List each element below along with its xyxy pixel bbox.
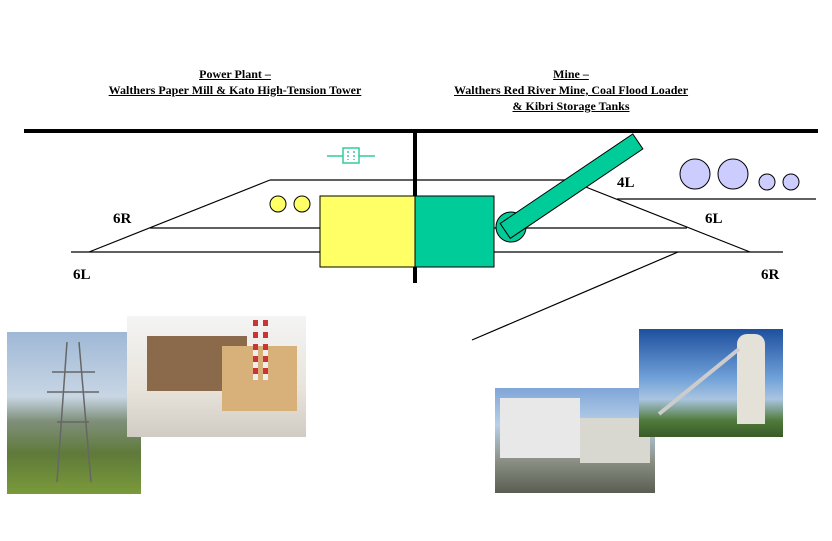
- turnout-left: [88, 179, 271, 253]
- silo-shape: [737, 334, 765, 424]
- title-line: Mine –: [553, 67, 589, 81]
- mine-building-shape: [580, 418, 650, 463]
- paper-mill-photo: [127, 316, 306, 437]
- smokestack: [253, 320, 258, 380]
- label-4l: 4L: [617, 175, 635, 191]
- mine-building-shape: [500, 398, 580, 458]
- title-line: Walthers Paper Mill & Kato High-Tension …: [108, 83, 362, 97]
- label-6r-left: 6R: [113, 211, 132, 227]
- signal-icon: [327, 147, 375, 164]
- mine-building: [414, 195, 495, 268]
- conveyor-icon: [657, 347, 741, 416]
- title-line: Power Plant –: [199, 67, 271, 81]
- title-line: & Kibri Storage Tanks: [512, 99, 630, 113]
- title-line: Walthers Red River Mine, Coal Flood Load…: [453, 83, 689, 97]
- smokestack: [263, 320, 268, 380]
- spur-lower: [471, 251, 679, 341]
- high-tension-tower-icon: [47, 341, 99, 483]
- power-plant-title: Power Plant – Walthers Paper Mill & Kato…: [60, 66, 410, 98]
- label-6l-right: 6L: [705, 211, 723, 227]
- storage-tank: [679, 158, 711, 190]
- coal-loader-conveyor: [499, 133, 644, 240]
- storage-tank: [717, 158, 749, 190]
- storage-tank: [758, 173, 776, 191]
- mine-title: Mine – Walthers Red River Mine, Coal Flo…: [400, 66, 742, 114]
- tower-photo: [7, 332, 141, 494]
- power-plant-tank: [269, 195, 287, 213]
- red-river-mine-photo: [495, 388, 655, 493]
- power-plant-building: [319, 195, 416, 268]
- storage-tanks-photo: [639, 329, 783, 437]
- mill-building-shape: [222, 346, 297, 411]
- turnout-right: [567, 179, 751, 253]
- power-plant-tank: [293, 195, 311, 213]
- label-6l-left: 6L: [73, 267, 91, 283]
- storage-tank: [782, 173, 800, 191]
- label-6r-right: 6R: [761, 267, 780, 283]
